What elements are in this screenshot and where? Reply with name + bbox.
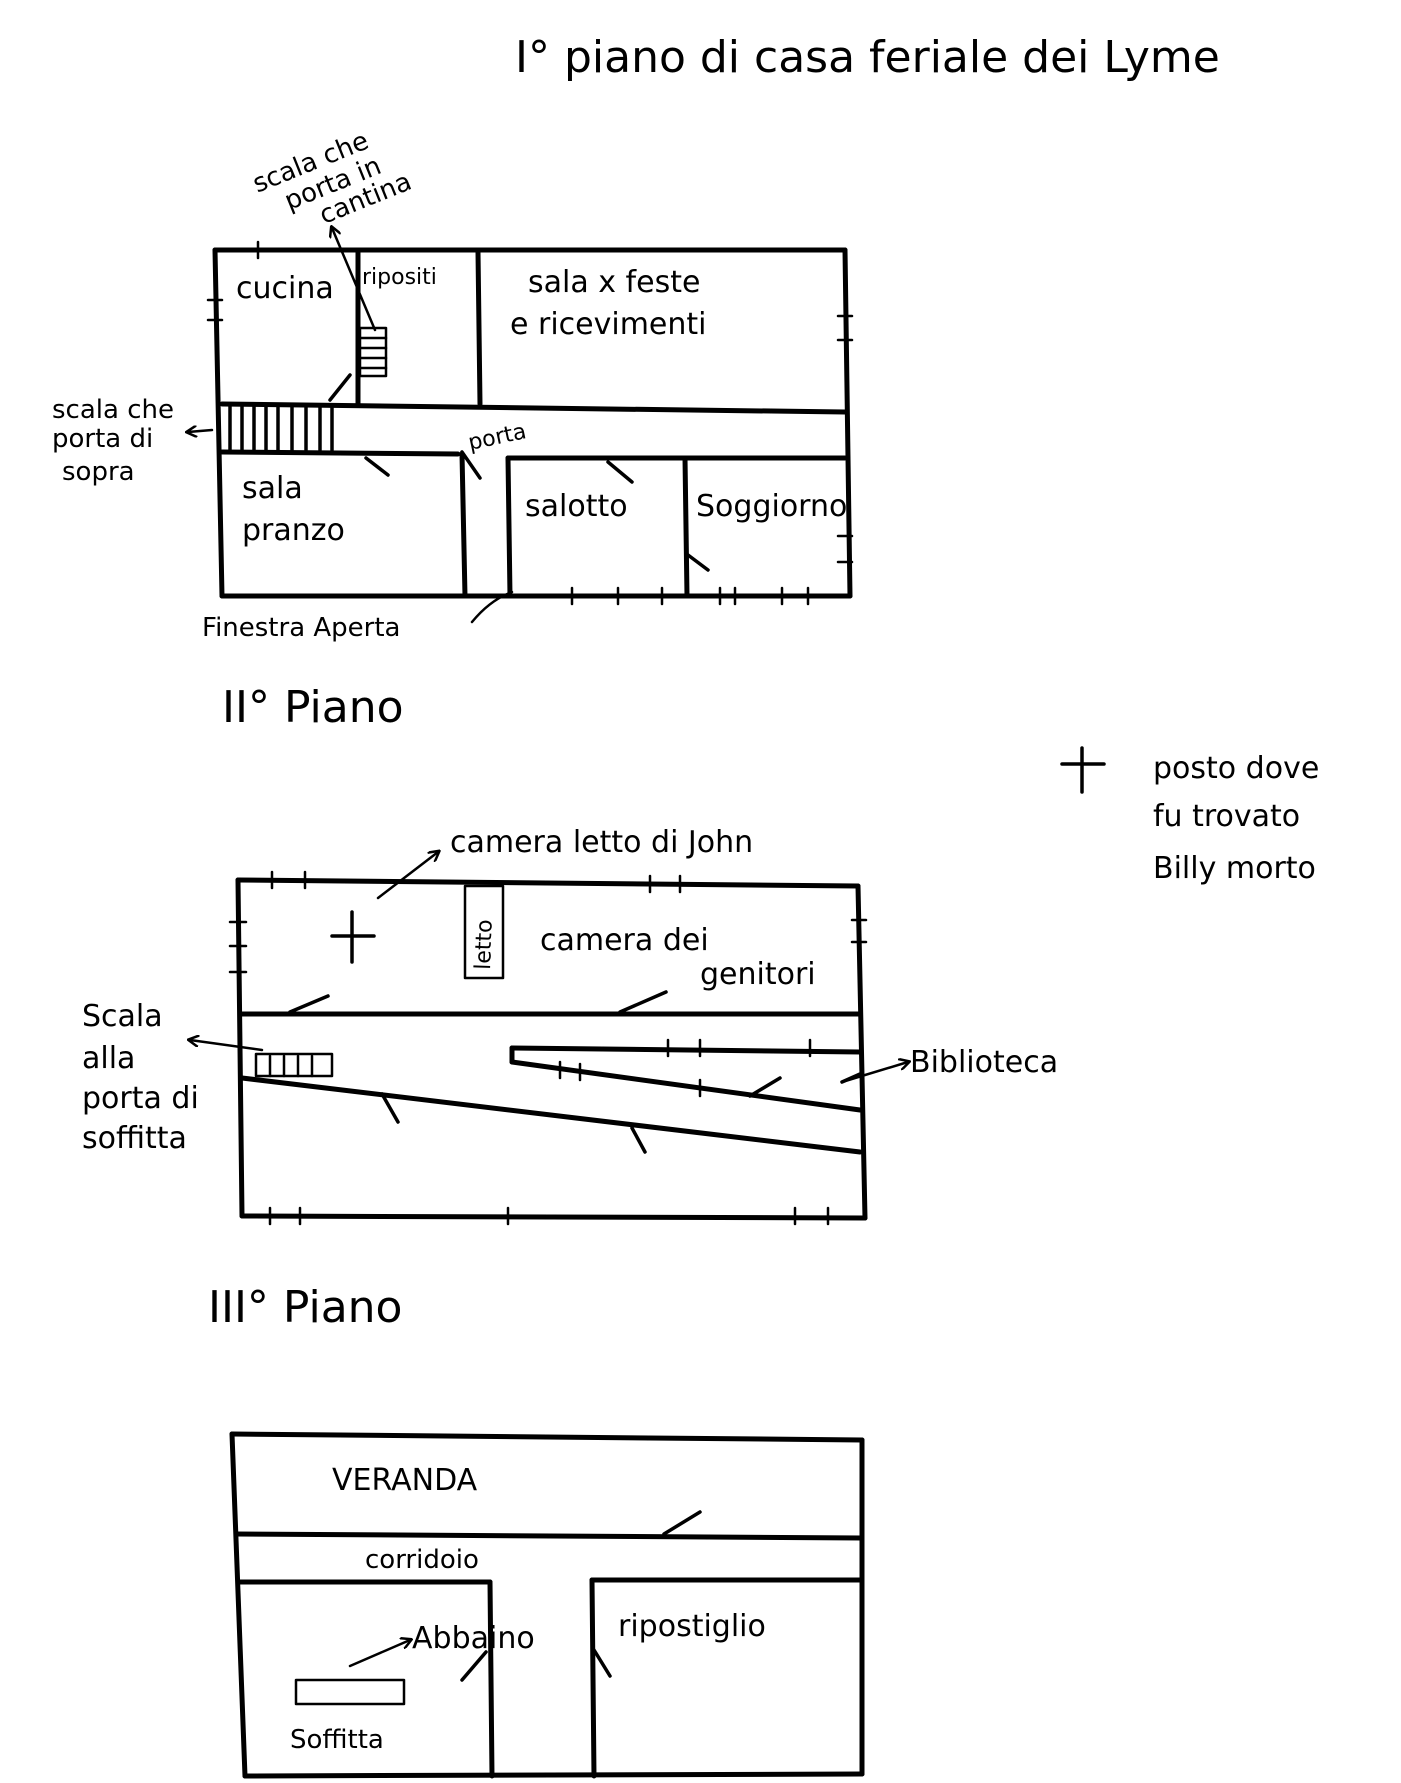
label-soggiorno: Soggiorno — [696, 489, 847, 524]
arrow-biblioteca — [840, 1062, 908, 1084]
arrow-scala-soffitta — [190, 1040, 264, 1052]
label-veranda: VERANDA — [332, 1463, 478, 1498]
label-ripostiti: ripositi — [362, 265, 437, 290]
legend-line-1: posto dove — [1153, 751, 1319, 786]
abbaino-icon — [294, 1678, 406, 1706]
label-biblioteca: Biblioteca — [910, 1045, 1058, 1080]
label-scala-soffitta-1: Scala — [82, 999, 163, 1034]
floor-1-plan: cucina ripositi sala x feste e ricevimen… — [52, 126, 854, 643]
legend: posto dove fu trovato Billy morto — [1060, 746, 1319, 886]
floor-2-plan: letto — [82, 825, 1058, 1226]
bed-icon — [463, 884, 505, 980]
label-camera-genitori-2: genitori — [700, 957, 816, 992]
floor-3-plan: VERANDA corridoio Abbaino ripostiglio So… — [229, 1431, 865, 1779]
label-scala-soffitta-3: porta di — [82, 1081, 199, 1116]
label-abbaino: Abbaino — [412, 1621, 535, 1656]
floor-2-heading: II° Piano — [222, 682, 404, 733]
label-sala-feste-2: e ricevimenti — [510, 307, 707, 342]
arrow-scala-sopra — [188, 430, 214, 432]
label-sala-pranzo-1: sala — [242, 471, 303, 506]
label-camera-john: camera letto di John — [450, 825, 753, 860]
page-title: I° piano di casa feriale dei Lyme — [515, 32, 1220, 83]
legend-line-2: fu trovato — [1153, 799, 1300, 834]
arrow-abbaino — [348, 1640, 410, 1668]
arrow-scala-cantina — [332, 228, 377, 332]
label-scala-soffitta-4: soffitta — [82, 1121, 187, 1156]
label-finestra-aperta: Finestra Aperta — [202, 613, 401, 643]
arrow-finestra — [470, 590, 514, 624]
label-scala-soffitta-2: alla — [82, 1041, 135, 1076]
label-sala-pranzo-2: pranzo — [242, 513, 345, 548]
label-camera-genitori-1: camera dei — [540, 923, 709, 958]
label-porta: porta — [466, 419, 528, 456]
label-soffitta: Soffitta — [290, 1725, 384, 1755]
label-corridoio: corridoio — [365, 1545, 479, 1575]
label-cucina: cucina — [236, 271, 334, 306]
label-ripostiglio: ripostiglio — [618, 1609, 766, 1644]
legend-line-3: Billy morto — [1153, 851, 1316, 886]
floor-3-heading: III° Piano — [208, 1282, 402, 1333]
label-sala-feste-1: sala x feste — [528, 265, 700, 300]
label-salotto: salotto — [525, 489, 628, 524]
arrow-camera-john — [376, 852, 438, 900]
label-scala-sopra-2: porta di — [52, 424, 153, 454]
label-scala-sopra-3: sopra — [62, 457, 135, 487]
label-scala-sopra-1: scala che — [52, 395, 174, 425]
label-letto: letto — [471, 919, 498, 970]
